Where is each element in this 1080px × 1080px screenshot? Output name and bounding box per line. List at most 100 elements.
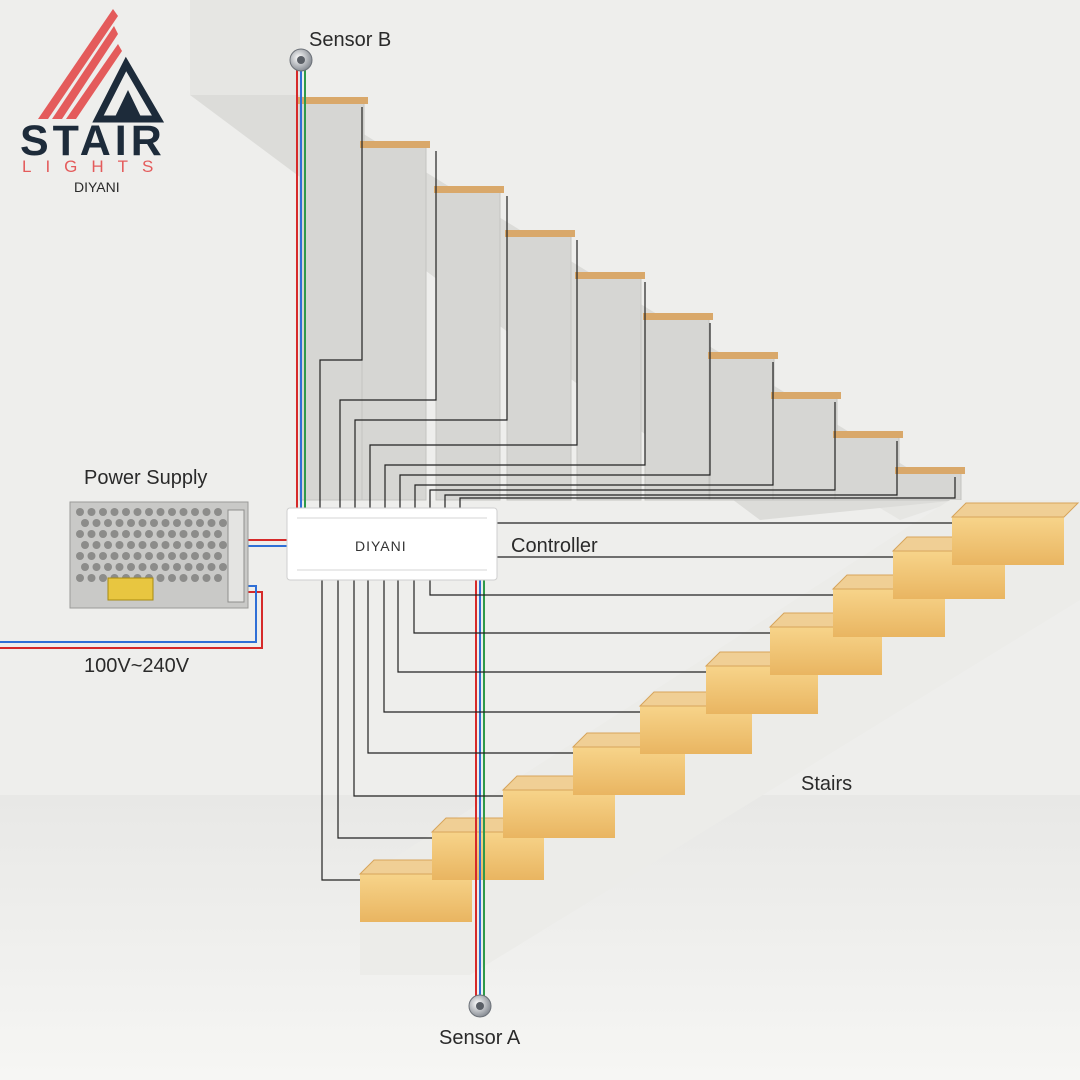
vent-hole — [202, 508, 211, 516]
vent-hole — [127, 541, 135, 549]
wire — [383, 580, 640, 713]
vent-hole — [122, 530, 130, 538]
vent-hole — [184, 519, 193, 527]
upper-step-riser — [576, 277, 642, 501]
upper-step-tread — [298, 97, 368, 104]
vent-hole — [214, 530, 222, 538]
lower-stairs — [358, 500, 1080, 975]
stairs-label: Stairs — [801, 773, 853, 795]
vent-hole — [196, 519, 204, 527]
upper-step-riser — [299, 102, 365, 501]
vent-hole — [214, 508, 222, 516]
vent-hole — [150, 563, 158, 571]
logo-brand: DIYANI — [74, 179, 120, 195]
vent-hole — [99, 574, 107, 582]
vent-hole — [191, 552, 199, 560]
upper-step-riser — [644, 318, 710, 501]
vent-hole — [138, 563, 147, 571]
upper-step-tread — [575, 272, 645, 279]
vent-hole — [150, 519, 158, 527]
vent-hole — [99, 530, 107, 538]
vent-hole — [156, 530, 165, 538]
vent-hole — [76, 508, 84, 516]
upper-step-riser — [772, 397, 838, 501]
vent-hole — [110, 552, 119, 560]
vent-hole — [202, 552, 211, 560]
upper-step-tread — [833, 431, 903, 438]
wire — [399, 323, 711, 508]
vent-hole — [196, 541, 204, 549]
sensor-b-icon — [289, 48, 313, 72]
wire — [367, 580, 573, 754]
vent-hole — [184, 541, 193, 549]
lower-step-riser — [360, 874, 472, 922]
wire — [459, 477, 956, 508]
vent-hole — [219, 541, 227, 549]
voltage-label: 100V~240V — [84, 655, 190, 677]
vent-hole — [81, 563, 89, 571]
vent-hole — [179, 552, 188, 560]
vent-hole — [191, 530, 199, 538]
vent-hole — [104, 519, 112, 527]
vent-hole — [104, 541, 112, 549]
wire — [0, 585, 257, 643]
wire — [444, 441, 898, 508]
vent-hole — [76, 552, 84, 560]
wire — [321, 580, 360, 881]
vent-hole — [168, 574, 176, 582]
wire — [319, 107, 363, 508]
vent-hole — [168, 552, 176, 560]
vent-hole — [133, 552, 142, 560]
upper-step-tread — [434, 186, 504, 193]
controller-brand: DIYANI — [355, 538, 407, 554]
wire — [339, 151, 437, 508]
vent-hole — [173, 563, 181, 571]
vent-hole — [76, 530, 84, 538]
sensor-a-icon — [468, 994, 492, 1018]
vent-hole — [219, 563, 227, 571]
vent-hole — [179, 574, 188, 582]
upper-step-tread — [895, 467, 965, 474]
vent-hole — [156, 574, 165, 582]
lower-step-riser — [573, 747, 685, 795]
wire — [445, 556, 893, 580]
wire — [397, 580, 706, 673]
lower-step-riser — [952, 517, 1064, 565]
vent-hole — [81, 541, 89, 549]
controller-icon — [286, 507, 498, 581]
wire — [413, 580, 770, 634]
vent-hole — [122, 508, 130, 516]
wire — [369, 240, 578, 508]
upper-step-tread — [708, 352, 778, 359]
lower-step-riser — [432, 832, 544, 880]
vent-hole — [115, 563, 124, 571]
vent-hole — [173, 519, 181, 527]
vent-hole — [156, 552, 165, 560]
vent-hole — [207, 563, 216, 571]
vent-hole — [92, 563, 101, 571]
wire — [429, 402, 836, 508]
upper-step-riser — [896, 472, 962, 501]
upper-step-riser — [834, 436, 900, 501]
power-supply-icon — [69, 501, 249, 609]
vent-hole — [207, 541, 216, 549]
vent-hole — [87, 508, 96, 516]
vent-hole — [92, 519, 101, 527]
vent-hole — [138, 541, 147, 549]
vent-hole — [87, 530, 96, 538]
wire — [429, 580, 833, 596]
vent-hole — [87, 552, 96, 560]
vent-hole — [202, 530, 211, 538]
vent-hole — [202, 574, 211, 582]
vent-hole — [92, 541, 101, 549]
vent-hole — [127, 563, 135, 571]
vent-hole — [133, 508, 142, 516]
upper-step-riser — [435, 191, 501, 501]
upper-step-tread — [771, 392, 841, 399]
vent-hole — [145, 552, 153, 560]
vent-hole — [115, 519, 124, 527]
upper-step-riser — [506, 235, 572, 501]
vent-hole — [145, 508, 153, 516]
logo-word: STAIR — [20, 117, 166, 165]
